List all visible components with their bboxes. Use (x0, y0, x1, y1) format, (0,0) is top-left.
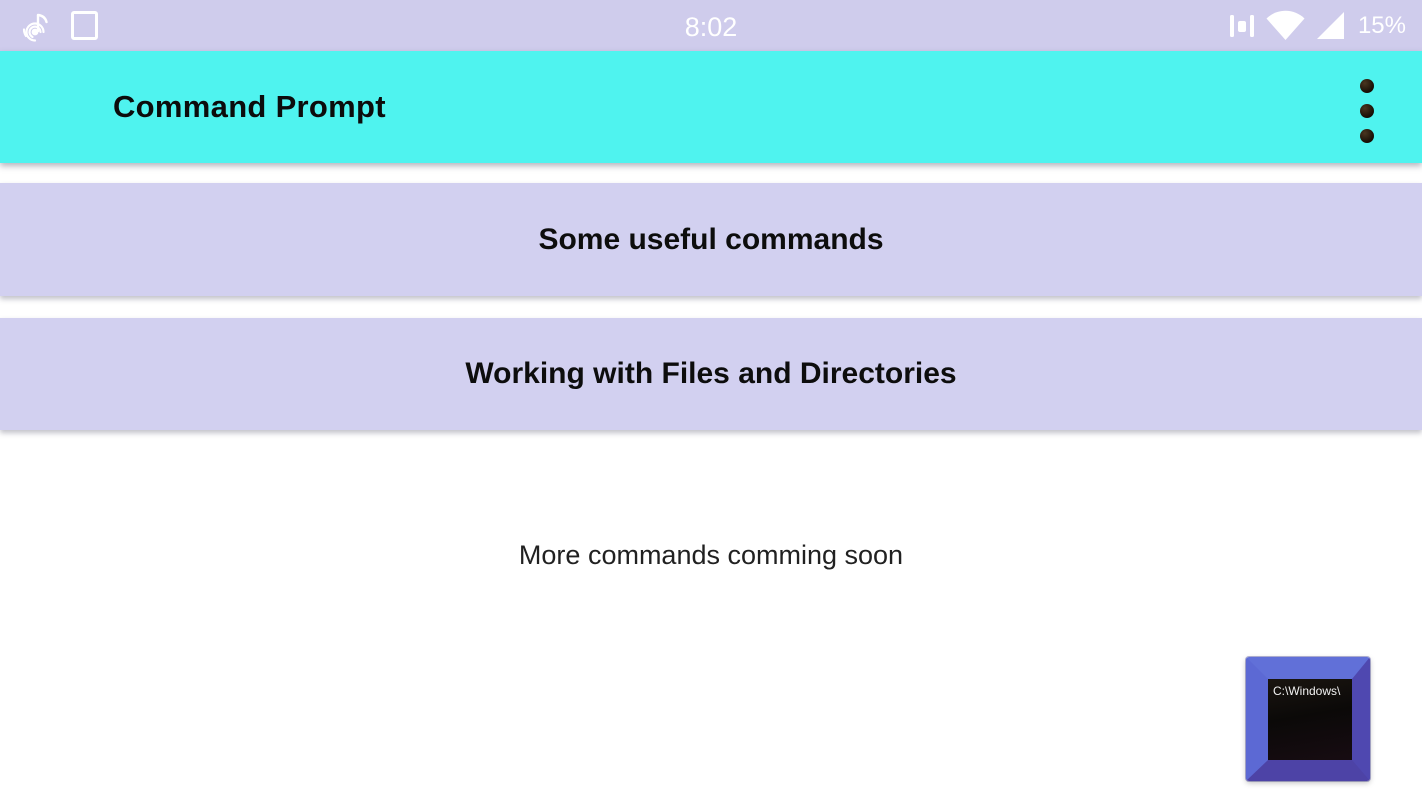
menu-dot-icon (1360, 79, 1374, 93)
status-bar-right-icons: 15% (1228, 0, 1406, 51)
vibrate-icon (1228, 11, 1256, 41)
command-prompt-window-icon: C:\Windows\ (1246, 657, 1370, 781)
menu-dot-icon (1360, 104, 1374, 118)
menu-item-some-useful-commands[interactable]: Some useful commands (0, 183, 1422, 296)
status-bar: 8:02 15% (0, 0, 1422, 51)
menu-item-label: Some useful commands (538, 222, 884, 256)
cellular-signal-icon (1315, 10, 1346, 41)
menu-item-working-with-files-and-directories[interactable]: Working with Files and Directories (0, 318, 1422, 430)
coming-soon-note: More commands comming soon (518, 540, 904, 570)
square-outline-icon (71, 11, 98, 40)
menu-dot-icon (1360, 129, 1374, 143)
app-bar: Command Prompt (0, 51, 1422, 163)
overflow-menu-button[interactable] (1353, 79, 1381, 143)
status-bar-clock: 8:02 (684, 12, 738, 42)
music-note-icon (20, 8, 53, 43)
battery-percent: 15% (1357, 11, 1406, 39)
status-bar-left-icons (20, 0, 98, 51)
wifi-icon (1265, 10, 1306, 41)
command-prompt-screen-text: C:\Windows\ (1273, 684, 1341, 698)
app-title: Command Prompt (113, 89, 386, 124)
menu-item-label: Working with Files and Directories (465, 357, 957, 390)
